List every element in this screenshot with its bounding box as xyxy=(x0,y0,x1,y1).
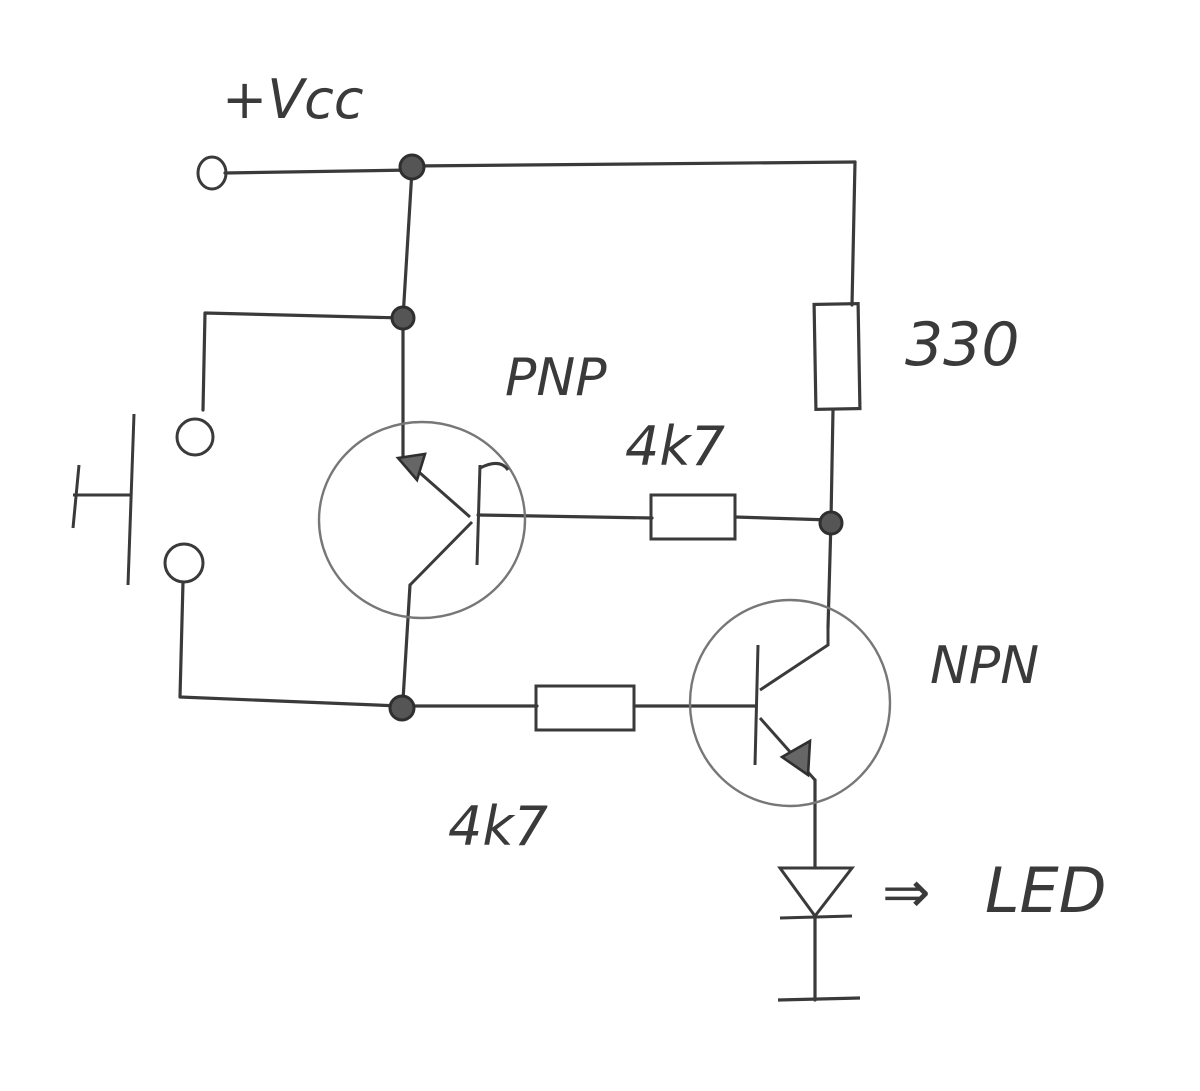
wire-pnp-collector xyxy=(401,583,412,702)
label-led: LED xyxy=(985,854,1106,927)
node-bottom xyxy=(388,694,416,722)
switch-contact-lower xyxy=(163,542,205,584)
npn-collector-lead xyxy=(759,628,830,692)
label-vcc: +Vcc xyxy=(222,68,364,131)
pnp-envelope xyxy=(317,420,527,620)
switch-contact-upper xyxy=(175,417,215,457)
npn-envelope xyxy=(688,598,892,808)
resistor-330-body xyxy=(812,301,862,412)
npn-base-bar xyxy=(753,644,760,766)
wire-top-to-mid xyxy=(401,168,414,320)
led-cathode-bar xyxy=(779,914,853,920)
pnp-base-bar-flag xyxy=(479,462,510,471)
wire-resistor-to-right-node xyxy=(733,515,833,522)
npn-transistor xyxy=(688,598,892,808)
pnp-base-bar xyxy=(475,464,482,566)
wires xyxy=(178,160,857,1002)
wire-switch-to-bottom xyxy=(178,580,402,708)
label-r-npn-base: 4k7 xyxy=(448,795,548,858)
node-mid xyxy=(390,305,416,331)
label-pnp: PNP xyxy=(505,348,607,408)
resistor-4k7-npn-body xyxy=(534,684,636,732)
junction-nodes xyxy=(388,153,844,722)
resistor-4k7-pnp-body xyxy=(649,493,737,541)
led-diode xyxy=(777,866,856,920)
node-top xyxy=(398,153,426,181)
led-triangle xyxy=(777,866,856,919)
label-npn: NPN xyxy=(930,636,1039,696)
npn-emitter-arrow xyxy=(779,738,812,778)
wire-node-to-npn-collector xyxy=(826,518,833,630)
vcc-terminal xyxy=(196,155,228,191)
ground-symbol xyxy=(777,996,861,1002)
wire-vcc-input xyxy=(223,168,414,175)
switch-actuator-bar xyxy=(126,413,136,586)
wire-top-rail xyxy=(410,160,857,168)
led-light-arrow: ⇒ xyxy=(882,858,931,926)
switch-actuator-cap xyxy=(71,464,81,529)
pnp-collector-lead xyxy=(408,520,474,587)
wire-right-to-330 xyxy=(850,160,857,307)
pnp-transistor xyxy=(317,420,527,620)
pnp-emitter-arrow xyxy=(395,452,427,483)
wire-pnp-base-to-resistor xyxy=(476,513,654,520)
wire-mid-to-switch xyxy=(201,311,405,412)
label-r-collector: 330 xyxy=(905,310,1020,380)
label-r-pnp-base: 4k7 xyxy=(625,415,725,478)
wire-330-to-node xyxy=(829,408,835,522)
node-right xyxy=(818,510,844,536)
push-button-switch xyxy=(71,413,215,586)
